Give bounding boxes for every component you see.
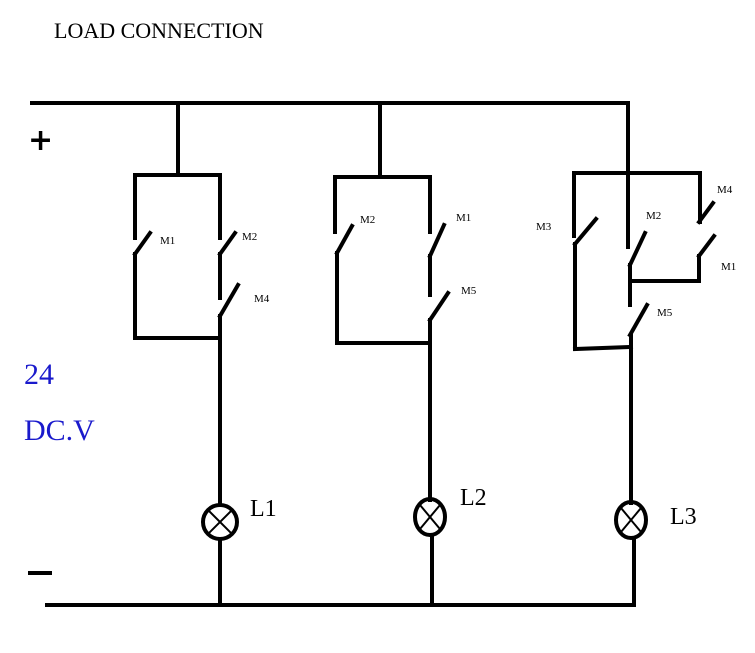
positive-terminal-label: + [28,123,53,158]
contact-m1-blade [132,230,153,257]
contact-m3-blade [572,216,599,247]
branch-3: M3 M2 M4 M1 M5 L3 [536,101,736,607]
contact-label-m5: M5 [461,285,477,297]
contact-label-m5: M5 [657,307,673,319]
contact-m5-blade [627,302,650,338]
contact-label-m2: M2 [242,231,257,243]
contact-label-m3: M3 [536,221,552,233]
contact-label-m4: M4 [254,293,270,305]
lamp-label-l2: L2 [460,485,487,511]
contact-m2-blade [627,230,648,268]
diagram-title: LOAD CONNECTION [54,18,264,43]
contact-label-m1: M1 [721,261,736,273]
contact-m2-blade [217,230,238,257]
contact-label-m2: M2 [646,210,661,222]
contact-label-m1: M1 [456,212,471,224]
contact-m1-blade [427,222,447,259]
contact-m4-blade [696,200,716,225]
contact-m5-blade [427,290,451,323]
lamp-l3 [614,500,648,540]
contact-label-m2: M2 [360,214,375,226]
lamp-label-l1: L1 [250,496,277,522]
branch-3-bottom-bus [572,344,634,352]
contact-label-m4: M4 [717,184,733,196]
voltage-unit: DC.V [24,414,95,447]
voltage-value: 24 [24,358,54,391]
contact-m1-blade [696,233,717,259]
branch-2: M2 M1 M5 L2 [333,101,487,607]
lamp-label-l3: L3 [670,504,697,530]
branch-1: M1 M2 M4 L1 [132,101,277,607]
contact-m4-blade [217,282,241,319]
contact-m2-blade [334,223,355,256]
contact-label-m1: M1 [160,235,175,247]
